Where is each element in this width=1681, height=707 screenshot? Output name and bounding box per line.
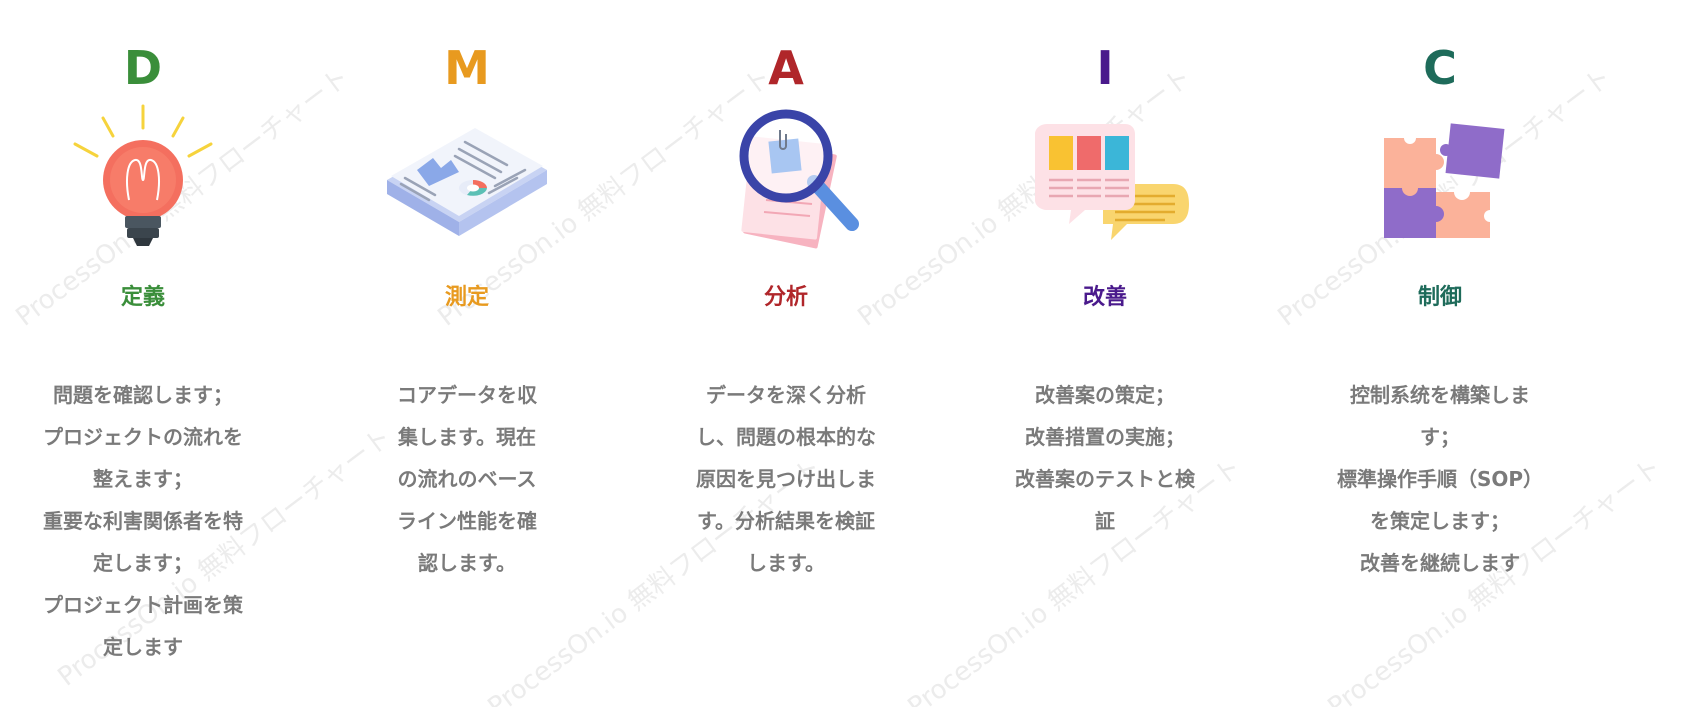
description-line: データを深く分析 [706,383,866,407]
description-line: し、問題の根本的な [696,425,876,449]
stage-control: C 制御 控制系统を構築しま す； 標準操作手順（SOP） を策定します； [1310,0,1570,707]
description-line: 標準操作手順（SOP） [1336,467,1544,491]
stage-description: コアデータを収 集します。現在 の流れのベース ライン性能を確 認します。 [377,374,557,584]
description-line: します。 [747,551,825,575]
description-line: プロジェクト計画を策 [43,593,243,617]
description-line: 認します。 [418,551,516,575]
description-line: 控制系统を構築しま [1350,383,1530,407]
lightbulb-icon [53,100,233,260]
description-line: 改善措置の実施； [1025,425,1185,449]
stage-title: 測定 [444,285,489,310]
stage-title: 制御 [1417,285,1462,310]
stage-letter: M [444,41,490,95]
puzzle-icon [1350,100,1530,260]
description-line: 改善案の策定； [1035,383,1175,407]
stage-title: 分析 [763,285,808,310]
description-line: 改善案のテストと検 [1015,467,1195,491]
description-line: 原因を見つけ出しま [696,467,876,491]
description-line: 整えます； [93,467,193,491]
description-line: す。分析結果を検証 [697,509,875,533]
stage-description: 控制系统を構築しま す； 標準操作手順（SOP） を策定します； 改善を継続しま… [1330,374,1550,584]
description-line: 集します。現在 [398,425,536,449]
chat-bubbles-icon [1015,100,1195,260]
document-chart-icon [377,100,557,260]
stage-letter: I [1096,41,1114,95]
description-line: 問題を確認します； [53,383,233,407]
stage-title: 定義 [120,285,165,310]
stage-description: データを深く分析 し、問題の根本的な 原因を見つけ出しま す。分析結果を検証 し… [676,374,896,584]
description-line: 改善を継続します [1360,551,1520,575]
description-line: コアデータを収 [397,383,537,407]
description-line: ライン性能を確 [397,509,537,533]
stage-analyze: A 分析 データを深く分析 し、問題の根本的な 原因を見つけ出しま す。分析結果 [656,0,916,707]
description-line: 証 [1095,509,1115,533]
stage-description: 問題を確認します； プロジェクトの流れを 整えます； 重要な利害関係者を特 定し… [33,374,253,668]
stage-measure: M [337,0,597,707]
stage-improve: I 改善 [975,0,1235,707]
stage-letter: D [123,41,163,95]
description-line: す； [1420,425,1460,449]
description-line: を策定します； [1370,509,1510,533]
description-line: プロジェクトの流れを [43,425,243,449]
description-line: の流れのベース [397,467,537,491]
stage-description: 改善案の策定； 改善措置の実施； 改善案のテストと検 証 [995,374,1215,542]
stage-letter: C [1423,41,1457,95]
description-line: 定します [103,635,183,659]
stage-letter: A [768,41,804,95]
stage-define: D 定義 問題を確認します； プロジェクトの流れを [13,0,273,707]
stage-title: 改善 [1082,285,1127,310]
description-line: 定します； [93,551,193,575]
description-line: 重要な利害関係者を特 [43,509,243,533]
magnifier-icon [696,100,876,260]
